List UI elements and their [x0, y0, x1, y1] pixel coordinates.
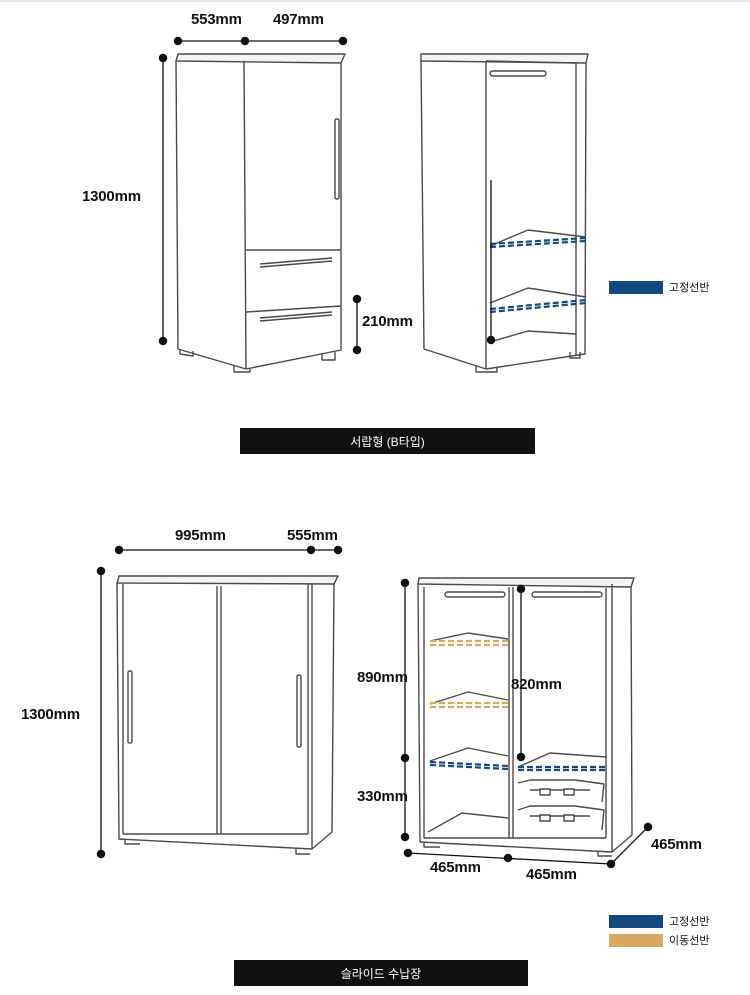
wardrobe-a-front [175, 53, 346, 373]
fixed-shelf-label: 고정선반 [669, 282, 710, 294]
caption-drawer-type: 서랍형 (B타입) [240, 428, 535, 454]
height-label-2: 1300mm [21, 706, 80, 723]
top-divider [0, 0, 750, 2]
sliding-cabinet-front [116, 575, 339, 855]
height-label: 1300mm [82, 188, 141, 205]
depth-label: 555mm [287, 527, 338, 544]
dimension-lines [96, 36, 653, 869]
upper-height-label: 890mm [357, 669, 408, 686]
fixed-shelf-swatch [609, 280, 663, 294]
movable-shelf-markers [430, 639, 508, 709]
hanging-height-label: 820mm [511, 676, 562, 693]
movable-shelf-label: 이동선반 [669, 935, 710, 947]
lower-height-label: 330mm [357, 788, 408, 805]
fixed-shelf-swatch [609, 914, 663, 928]
side-depth-label: 465mm [651, 836, 702, 853]
fixed-shelf-markers [429, 236, 606, 772]
width-right-label: 497mm [273, 11, 324, 28]
sliding-cabinet-interior [417, 577, 635, 857]
movable-shelf-swatch [609, 933, 663, 947]
wardrobe-a-interior [420, 53, 589, 373]
width-left-label: 553mm [191, 11, 242, 28]
bottom-right-label: 465mm [526, 866, 577, 883]
legend-fixed-shelf-1: 고정선반 [609, 279, 709, 295]
bottom-left-label: 465mm [430, 859, 481, 876]
width-main-label: 995mm [175, 527, 226, 544]
legend-movable-shelf: 이동선반 [609, 932, 709, 948]
caption-sliding-cabinet: 슬라이드 수납장 [234, 960, 528, 986]
fixed-shelf-label: 고정선반 [669, 916, 710, 928]
legend-fixed-shelf-2: 고정선반 [609, 913, 709, 929]
drawer-height-label: 210mm [362, 313, 413, 330]
